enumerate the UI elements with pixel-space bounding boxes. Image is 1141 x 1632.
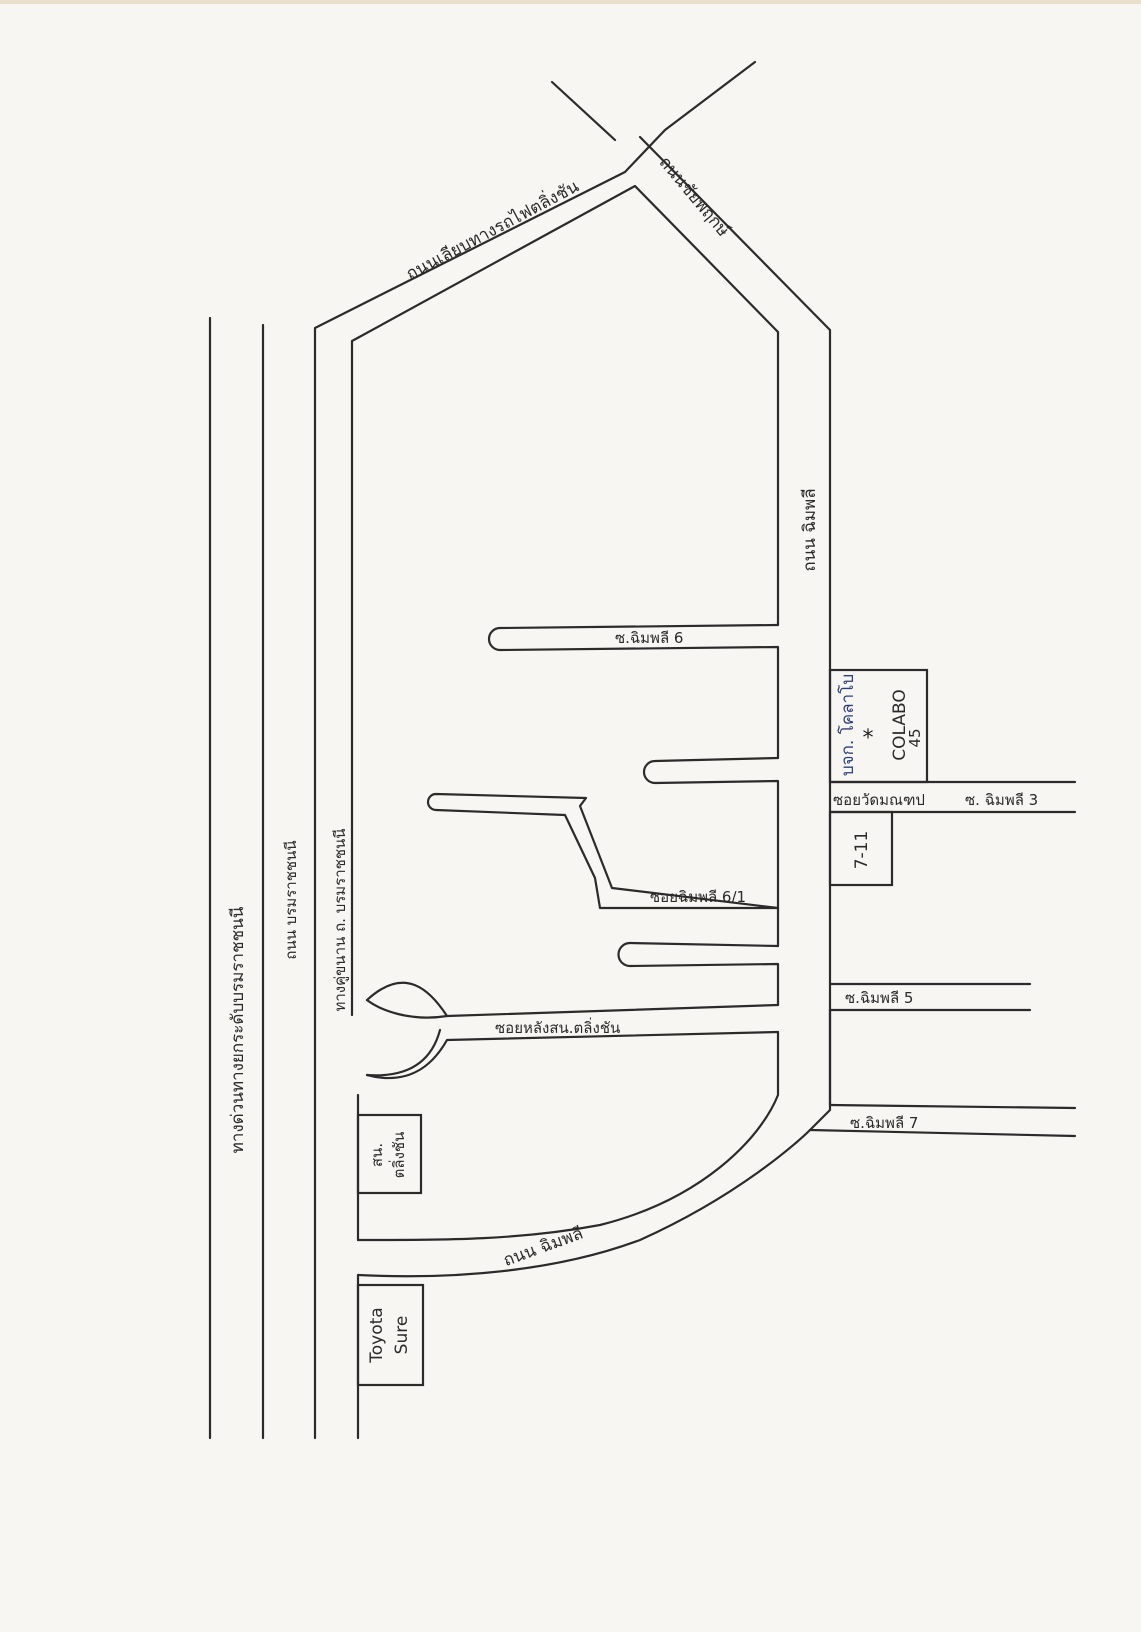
seven-eleven-label: 7-11	[852, 831, 872, 870]
location-star-icon: *	[863, 726, 874, 751]
seven-eleven-building	[828, 810, 894, 887]
toyota-label-line1: Toyota	[367, 1307, 387, 1363]
parallel-road-label: ทางคู่ขนาน ถ. บรมราชชนนี	[331, 828, 349, 1011]
soi-wat-monthop-label: ซอยวัดมณฑป	[833, 791, 925, 809]
police-label-line1: สน.	[368, 1143, 386, 1167]
soi-behind-police-label: ซอยหลังสน.ตลิ่งชัน	[495, 1017, 620, 1037]
soi-chimphli-6-1-label: ซอยฉิมพลี 6/1	[650, 888, 746, 906]
soi-chimphli-5-label: ซ.ฉิมพลี 5	[845, 989, 913, 1007]
soi-chimphli-3-label: ซ. ฉิมพลี 3	[965, 791, 1038, 809]
police-label-line2: ตลิ่งชัน	[388, 1132, 408, 1179]
chimphli-road-bottom-label: ถนน ฉิมพลี	[501, 1224, 586, 1271]
company-label: บจก. โคลาโบ	[837, 674, 858, 776]
chimphli-road-right-label: ถนน ฉิมพลี	[800, 488, 820, 571]
right-sois	[808, 780, 1077, 1138]
parallel-road	[313, 60, 757, 1440]
expressway	[208, 316, 265, 1440]
chimphli-road-bottom	[356, 1128, 812, 1440]
toyota-sure-building	[356, 1283, 425, 1387]
frontage-road-label: ถนน บรมราชชนนี	[282, 840, 300, 959]
colabo-label: COLABO	[890, 689, 910, 761]
colabo-building	[828, 668, 929, 784]
police-station-building	[356, 1113, 423, 1195]
toyota-label-line2: Sure	[392, 1316, 412, 1355]
colabo-number: 45	[906, 728, 924, 747]
paper-top-edge	[0, 0, 1141, 4]
railway-road	[350, 135, 832, 1132]
expressway-label: ทางด่วนทางยกระดับบรมราชชนนี	[228, 906, 248, 1153]
top-right-road-label: ถนนชัยพฤกษ์	[655, 153, 734, 241]
soi-chimphli-6-label: ซ.ฉิมพลี 6	[615, 629, 683, 647]
soi-chimphli-7-label: ซ.ฉิมพลี 7	[850, 1114, 918, 1132]
